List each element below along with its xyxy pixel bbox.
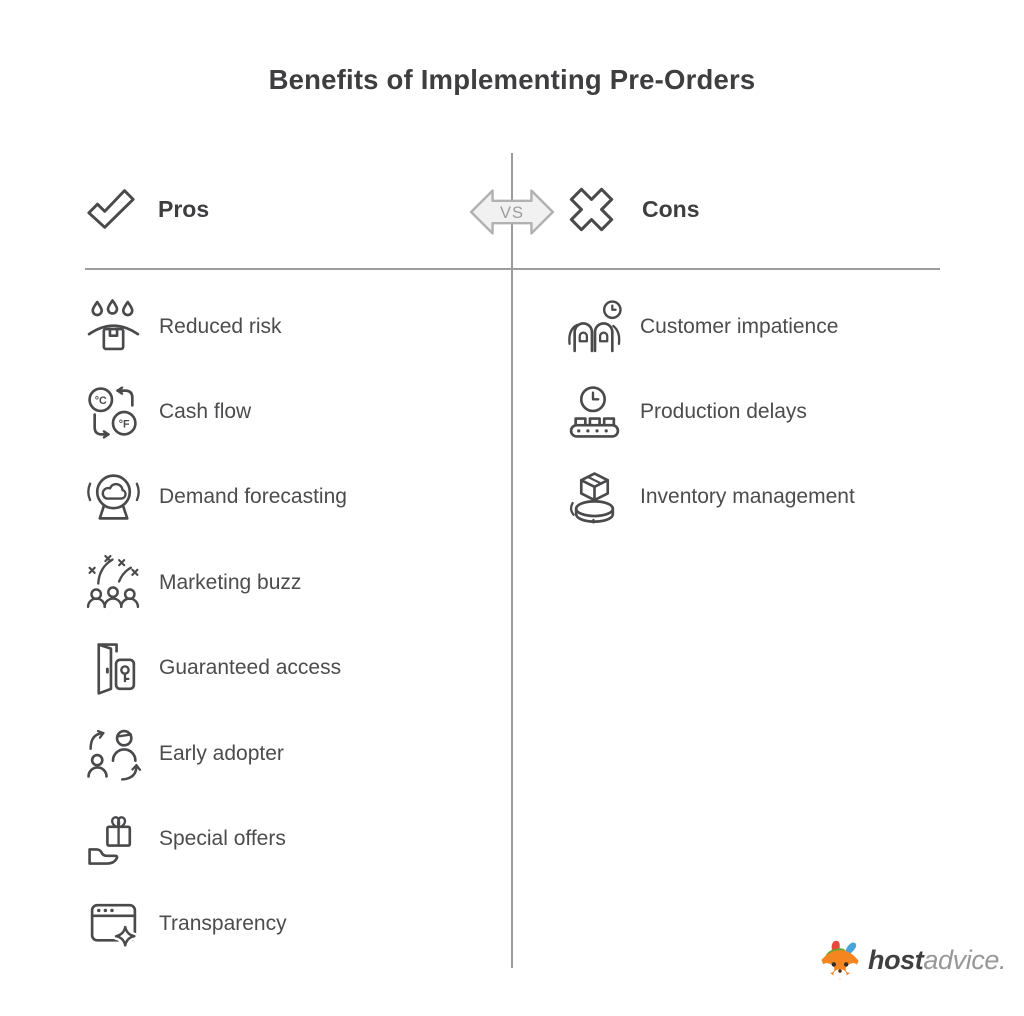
door-key-icon <box>84 640 142 697</box>
conveyor-clock-icon <box>565 384 623 441</box>
cons-header-label: Cons <box>642 196 700 222</box>
list-item: Special offers <box>84 796 347 881</box>
list-item: Guaranteed access <box>84 626 347 711</box>
crystal-ball-icon <box>84 469 142 526</box>
vs-arrows-shape <box>469 189 555 235</box>
list-item: Demand forecasting <box>84 455 347 540</box>
pros-header: Pros <box>84 182 209 236</box>
cross-icon <box>563 181 620 238</box>
item-label: Production delays <box>640 400 807 424</box>
list-item: Reduced risk <box>84 284 347 369</box>
list-item: Marketing buzz <box>84 540 347 625</box>
item-label: Transparency <box>159 912 287 936</box>
list-item: Transparency <box>84 882 347 967</box>
brand-advice: advice. <box>923 944 1007 975</box>
item-label: Customer impatience <box>640 314 839 338</box>
item-label: Marketing buzz <box>159 570 302 594</box>
list-item: Inventory management <box>565 455 855 540</box>
vs-badge: VS <box>465 177 559 247</box>
list-item: °C °F Cash flow <box>84 369 347 454</box>
page-title: Benefits of Implementing Pre-Orders <box>268 64 756 95</box>
waiting-queue-clock-icon <box>565 298 623 355</box>
window-sparkle-icon <box>84 896 142 953</box>
cons-header: Cons <box>563 181 700 238</box>
list-item: Customer impatience <box>565 284 855 369</box>
item-label: Demand forecasting <box>159 485 347 509</box>
crowd-celebration-icon <box>84 554 142 611</box>
hostadvice-logo: hostadvice. <box>817 938 1007 982</box>
svg-text:°C: °C <box>94 394 106 406</box>
check-icon <box>84 182 138 236</box>
brand-wordmark: hostadvice. <box>868 944 1007 976</box>
list-item: Production delays <box>565 369 855 454</box>
svg-text:°F: °F <box>118 418 129 430</box>
protected-package-rain-icon <box>84 298 142 355</box>
pros-header-label: Pros <box>158 195 210 222</box>
item-label: Reduced risk <box>159 314 282 338</box>
list-item: Early adopter <box>84 711 347 796</box>
currency-exchange-icon: °C °F <box>84 384 142 441</box>
hand-gift-icon <box>84 811 142 868</box>
user-swap-icon <box>84 725 142 782</box>
cons-list: Customer impatience Production delays <box>565 284 855 540</box>
pros-list: Reduced risk °C °F Cash flow <box>84 284 347 967</box>
brand-host: host <box>868 944 924 975</box>
vertical-divider <box>511 153 513 968</box>
fox-mascot-icon <box>817 938 863 982</box>
box-pallet-icon <box>565 469 623 526</box>
horizontal-divider <box>85 268 940 270</box>
item-label: Guaranteed access <box>159 656 342 680</box>
item-label: Inventory management <box>640 485 855 509</box>
item-label: Cash flow <box>159 400 252 424</box>
vs-label: VS <box>500 203 524 222</box>
item-label: Early adopter <box>159 741 284 765</box>
item-label: Special offers <box>159 827 286 851</box>
